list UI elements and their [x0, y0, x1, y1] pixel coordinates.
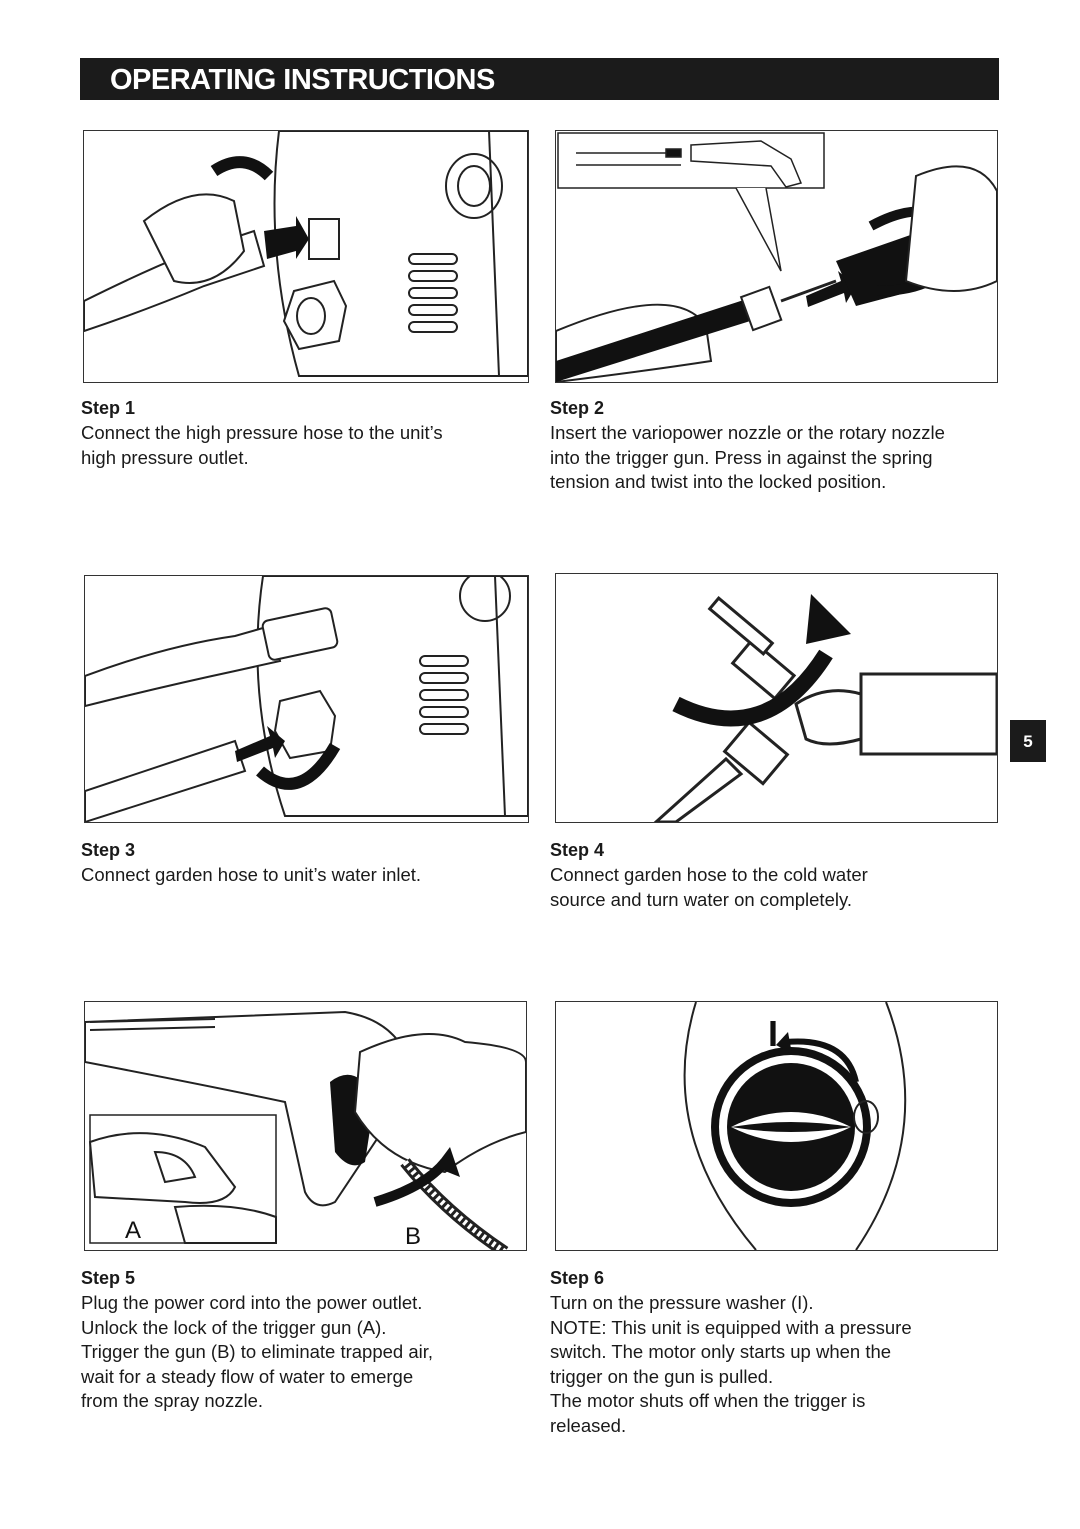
- step-2-line: Insert the variopower nozzle or the rota…: [550, 422, 945, 443]
- step-5-line: Trigger the gun (B) to eliminate trapped…: [81, 1341, 434, 1362]
- step-5-heading: Step 5: [81, 1268, 136, 1288]
- step-1-line: high pressure outlet.: [81, 446, 249, 468]
- step-4-text: Connect garden hose to the cold water so…: [550, 863, 868, 912]
- step-2-text: Insert the variopower nozzle or the rota…: [550, 421, 945, 495]
- step-4-line: source and turn water on completely.: [550, 888, 852, 910]
- step-5-text: Plug the power cord into the power outle…: [81, 1291, 433, 1414]
- step-5-line: wait for a steady flow of water to emerg…: [81, 1365, 414, 1387]
- trigger-gun-drawing: A B: [85, 1010, 526, 1250]
- hose-to-outlet-drawing: [84, 131, 528, 377]
- step-6-line: The motor shuts off when the trigger is: [550, 1390, 866, 1411]
- step-4-line: Connect garden hose to the cold water: [550, 864, 868, 885]
- step-5-line: Unlock the lock of the trigger gun (A).: [81, 1316, 387, 1338]
- step-6-line: NOTE: This unit is equipped with a press…: [550, 1316, 912, 1338]
- label-a: A: [125, 1217, 141, 1244]
- step-3-text: Connect garden hose to unit’s water inle…: [81, 863, 421, 888]
- step-2-line: tension and twist into the locked positi…: [550, 471, 887, 492]
- power-switch-drawing: I: [683, 1002, 907, 1250]
- step-2-heading: Step 2: [550, 398, 605, 418]
- step-1-illustration: [83, 130, 529, 383]
- label-b: B: [405, 1223, 421, 1250]
- on-position-label: I: [768, 1013, 778, 1054]
- step-6-heading: Step 6: [550, 1268, 605, 1288]
- garden-hose-to-inlet-drawing: [85, 576, 528, 822]
- step-1-heading: Step 1: [81, 398, 136, 418]
- step-6-line: switch. The motor only starts up when th…: [550, 1341, 892, 1362]
- step-5-line: from the spray nozzle.: [81, 1390, 263, 1411]
- step-6-line: Turn on the pressure washer (I).: [550, 1292, 814, 1313]
- step-2-line: into the trigger gun. Press in against t…: [550, 446, 933, 468]
- step-6-line: released.: [550, 1414, 627, 1436]
- step-6-illustration: I: [555, 1001, 998, 1251]
- step-6-text: Turn on the pressure washer (I). NOTE: T…: [550, 1291, 912, 1438]
- step-3-heading: Step 3: [81, 840, 136, 860]
- page-title: OPERATING INSTRUCTIONS: [110, 64, 495, 96]
- step-1-text: Connect the high pressure hose to the un…: [81, 421, 443, 470]
- tap-turn-on-drawing: [653, 594, 997, 822]
- step-2-illustration: [555, 130, 998, 383]
- step-4-heading: Step 4: [550, 840, 605, 860]
- step-5-line: Plug the power cord into the power outle…: [81, 1292, 423, 1313]
- step-3-illustration: [84, 575, 529, 823]
- step-6-line: trigger on the gun is pulled.: [550, 1365, 774, 1387]
- step-1-line: Connect the high pressure hose to the un…: [81, 422, 443, 443]
- step-4-illustration: [555, 573, 998, 823]
- nozzle-to-gun-drawing: [556, 132, 997, 382]
- step-5-illustration: A B: [84, 1001, 527, 1251]
- page-header: OPERATING INSTRUCTIONS: [80, 58, 999, 100]
- page-number-tab: 5: [1010, 720, 1046, 762]
- step-3-line: Connect garden hose to unit’s water inle…: [81, 864, 422, 885]
